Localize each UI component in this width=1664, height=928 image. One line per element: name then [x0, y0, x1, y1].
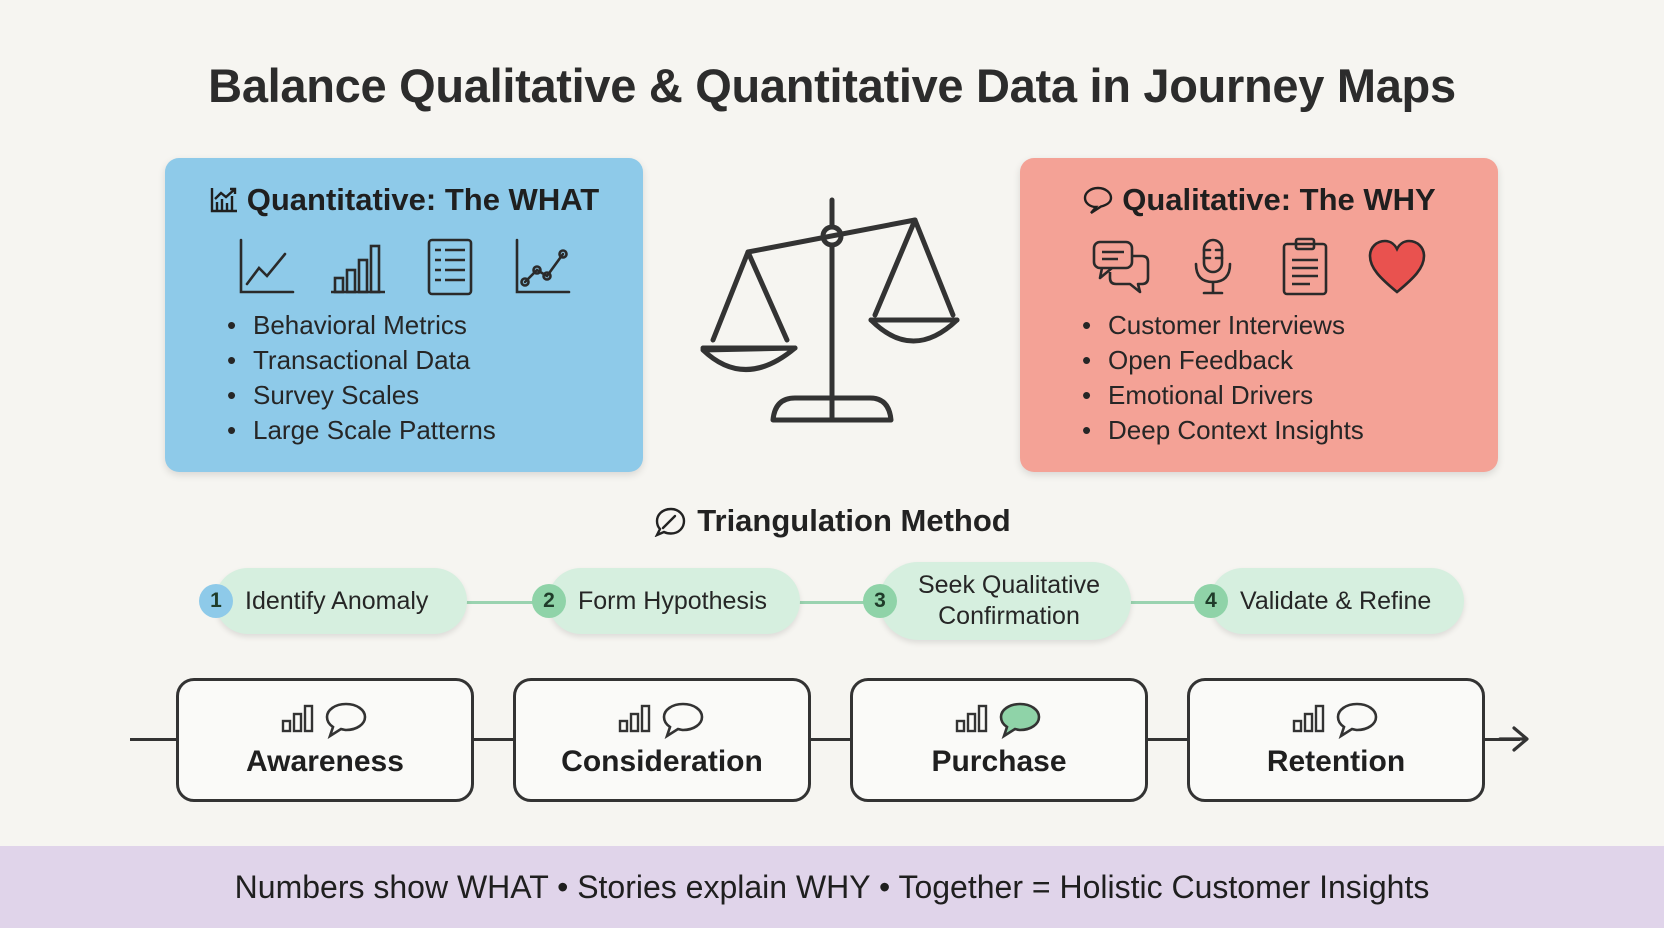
balance-scale-icon: [700, 197, 960, 423]
bar-chart-icon: [331, 244, 385, 294]
qualitative-heading: Qualitative: The WHY: [1122, 182, 1436, 217]
qualitative-heading-row: Qualitative: The WHY: [1020, 182, 1498, 218]
qualitative-card: Qualitative: The WHY Customer Interviews…: [1020, 158, 1498, 472]
arrow-right-icon: [1498, 726, 1529, 752]
quantitative-card: Quantitative: The WHAT Behavioral Metric…: [165, 158, 643, 472]
stage-purchase: Purchase: [850, 678, 1148, 802]
stage-label: Retention: [1266, 745, 1406, 778]
scatter-trend-icon: [515, 238, 571, 294]
stage-icons: [179, 701, 471, 739]
line-chart-icon: [239, 238, 295, 294]
quantitative-heading-row: Quantitative: The WHAT: [165, 182, 643, 218]
heart-icon: [1368, 239, 1426, 294]
step-label: Identify Anomaly: [245, 586, 429, 615]
document-list-icon: [427, 238, 473, 296]
quantitative-icons: [165, 236, 643, 298]
step-number: 1: [199, 584, 233, 618]
footer-text: Numbers show WHAT • Stories explain WHY …: [234, 868, 1430, 905]
clipboard-icon: [1282, 237, 1328, 296]
speech-leaf-icon: [654, 507, 686, 537]
list-item: Emotional Drivers: [1082, 378, 1364, 413]
speech-bubble-icon: [325, 702, 367, 739]
list-item: Transactional Data: [227, 343, 496, 378]
stage-icons: [853, 701, 1145, 739]
stage-icons: [516, 701, 808, 739]
list-item: Open Feedback: [1082, 343, 1364, 378]
quantitative-heading: Quantitative: The WHAT: [246, 182, 600, 217]
stage-label: Consideration: [561, 745, 763, 778]
steps-connector: [250, 601, 1430, 604]
stage-label: Purchase: [931, 745, 1067, 778]
stage-consideration: Consideration: [513, 678, 811, 802]
stage-awareness: Awareness: [176, 678, 474, 802]
step-label: Validate & Refine: [1240, 586, 1432, 615]
speech-bubble-filled-icon: [999, 702, 1041, 739]
step-3: 3 Seek Qualitative Confirmation: [863, 562, 1131, 640]
step-label: Form Hypothesis: [578, 586, 767, 615]
speech-bubbles-icon: [1092, 240, 1150, 294]
list-item: Customer Interviews: [1082, 308, 1364, 343]
qualitative-icons: [1020, 236, 1498, 298]
list-item: Survey Scales: [227, 378, 496, 413]
microphone-icon: [1194, 238, 1232, 295]
stage-retention: Retention: [1187, 678, 1485, 802]
footer-banner: Numbers show WHAT • Stories explain WHY …: [0, 846, 1664, 928]
step-number: 3: [863, 584, 897, 618]
speech-bubble-icon: [1336, 702, 1378, 739]
bar-chart-icon: [1292, 704, 1325, 733]
speech-bubble-icon: [662, 702, 704, 739]
list-item: Behavioral Metrics: [227, 308, 496, 343]
triangulation-heading-row: Triangulation Method: [0, 503, 1664, 539]
analytics-chart-icon: [210, 187, 237, 213]
page-title: Balance Qualitative & Quantitative Data …: [208, 59, 1456, 112]
triangulation-heading: Triangulation Method: [697, 503, 1011, 538]
bar-chart-icon: [281, 704, 314, 733]
step-number: 4: [1194, 584, 1228, 618]
journey-flow-line: [130, 738, 1520, 741]
bar-chart-icon: [618, 704, 651, 733]
stage-label: Awareness: [246, 745, 404, 778]
list-item: Large Scale Patterns: [227, 413, 496, 448]
qualitative-list: Customer Interviews Open Feedback Emotio…: [1082, 308, 1364, 448]
speech-bubble-icon: [1084, 186, 1113, 215]
step-1: 1 Identify Anomaly: [199, 568, 467, 634]
step-number: 2: [532, 584, 566, 618]
step-label: Seek Qualitative Confirmation: [917, 571, 1101, 630]
list-item: Deep Context Insights: [1082, 413, 1364, 448]
step-4: 4 Validate & Refine: [1194, 568, 1464, 634]
bar-chart-icon: [955, 704, 988, 733]
stage-icons: [1190, 701, 1482, 739]
quantitative-list: Behavioral Metrics Transactional Data Su…: [227, 308, 496, 448]
step-2: 2 Form Hypothesis: [532, 568, 800, 634]
